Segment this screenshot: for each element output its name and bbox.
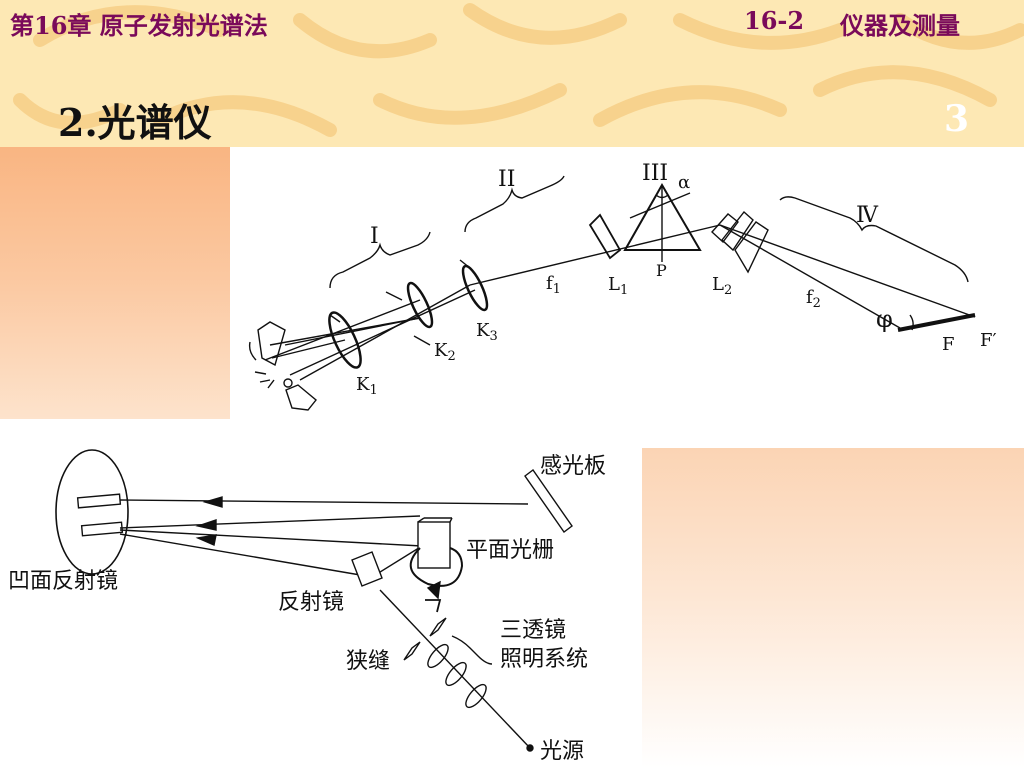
- label-f2: f2: [806, 287, 821, 311]
- section-number: 16-2: [744, 6, 805, 35]
- bracket-I: [329, 231, 431, 289]
- label-group-II: II: [498, 167, 515, 192]
- grating-spectrometer-diagram: [55, 449, 573, 752]
- right-decor-panel: [642, 448, 1024, 768]
- label-P: P: [656, 261, 667, 280]
- decorative-swirl-background: [13, 3, 1024, 137]
- label-three-lens-line2: 照明系统: [500, 647, 588, 672]
- chapter-title: 第16章 原子发射光谱法: [10, 11, 268, 40]
- label-alpha: α: [678, 172, 690, 193]
- label-plane-grating: 平面光栅: [466, 538, 554, 563]
- label-group-I: I: [370, 224, 379, 249]
- label-F: F: [942, 334, 955, 355]
- bracket-II: [464, 175, 565, 233]
- label-group-III: III: [642, 161, 668, 186]
- page-number: 3: [944, 98, 970, 140]
- label-f1: f1: [546, 273, 561, 297]
- bracket-IV: [779, 196, 969, 283]
- slide-header: 第16章 原子发射光谱法 16-2 仪器及测量 2.光谱仪 3: [0, 0, 1024, 147]
- label-F-prime: F′: [980, 330, 997, 351]
- label-concave-mirror: 凹面反射镜: [8, 569, 118, 594]
- section-name: 仪器及测量: [840, 11, 960, 40]
- slide-title: 2.光谱仪: [58, 100, 212, 145]
- left-decor-panel: [0, 147, 230, 419]
- label-group-IV: Ⅳ: [856, 203, 879, 228]
- label-K2: K2: [434, 340, 456, 364]
- label-reflector: 反射镜: [278, 590, 344, 615]
- concave-mirror-icon: [55, 449, 129, 575]
- label-slit: 狭缝: [346, 649, 390, 674]
- label-light-source: 光源: [540, 739, 584, 764]
- label-K1: K1: [356, 374, 378, 398]
- label-K3: K3: [476, 320, 498, 344]
- label-L1: L1: [608, 274, 628, 298]
- prism-labels: I II III α Ⅳ K1 K2 K3 f1 L1 P L2 f2 φ F …: [356, 161, 997, 398]
- label-three-lens-line1: 三透镜: [500, 618, 566, 643]
- grating-labels: 凹面反射镜 感光板 平面光栅 反射镜 三透镜 照明系统 狭缝 光源: [8, 454, 606, 764]
- label-phi: φ: [876, 305, 893, 333]
- label-L2: L2: [712, 274, 732, 298]
- prism-spectrometer-diagram: [248, 175, 976, 411]
- label-photo-plate: 感光板: [540, 454, 606, 479]
